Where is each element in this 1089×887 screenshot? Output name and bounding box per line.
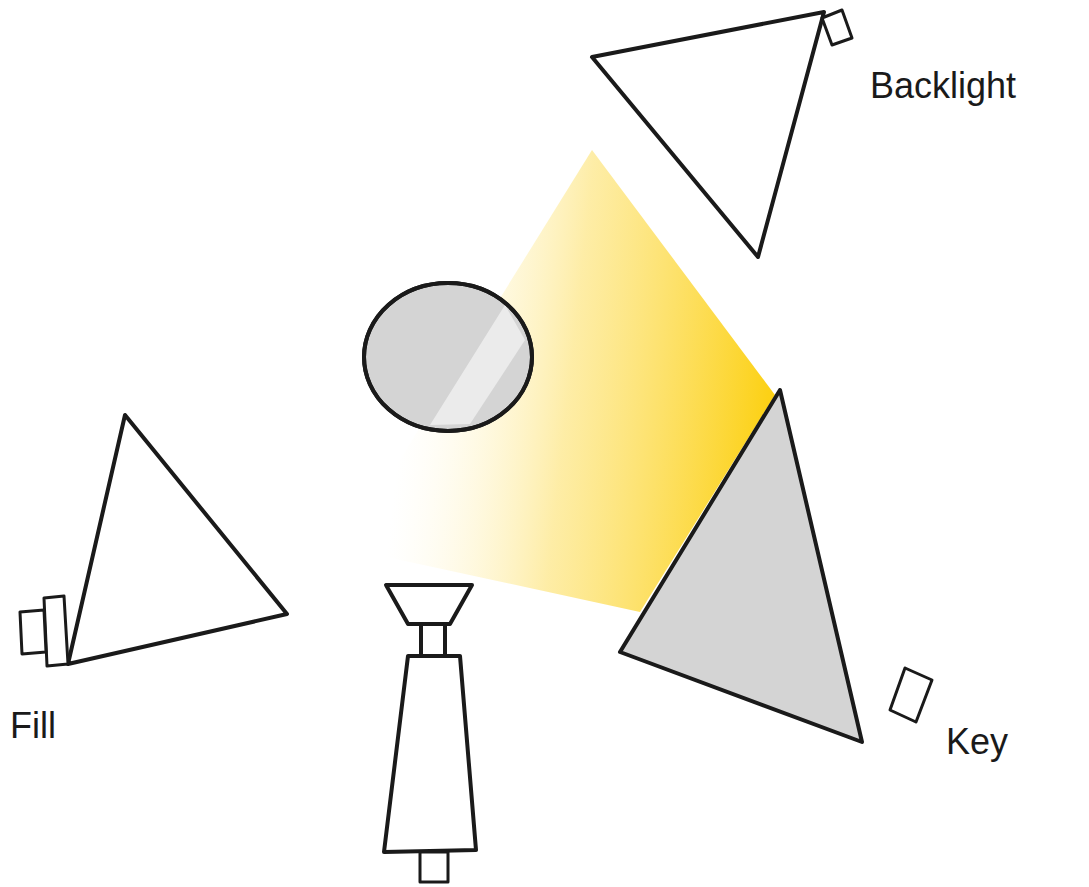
camera [384, 585, 476, 882]
backlight-lamp [592, 10, 852, 257]
light-label: Fill [10, 706, 56, 746]
light-label: Backlight [870, 66, 1016, 106]
key-lamp [620, 390, 932, 742]
subject-circle [364, 283, 532, 431]
light-label: Key [946, 722, 1008, 762]
fill-lamp [20, 415, 287, 666]
